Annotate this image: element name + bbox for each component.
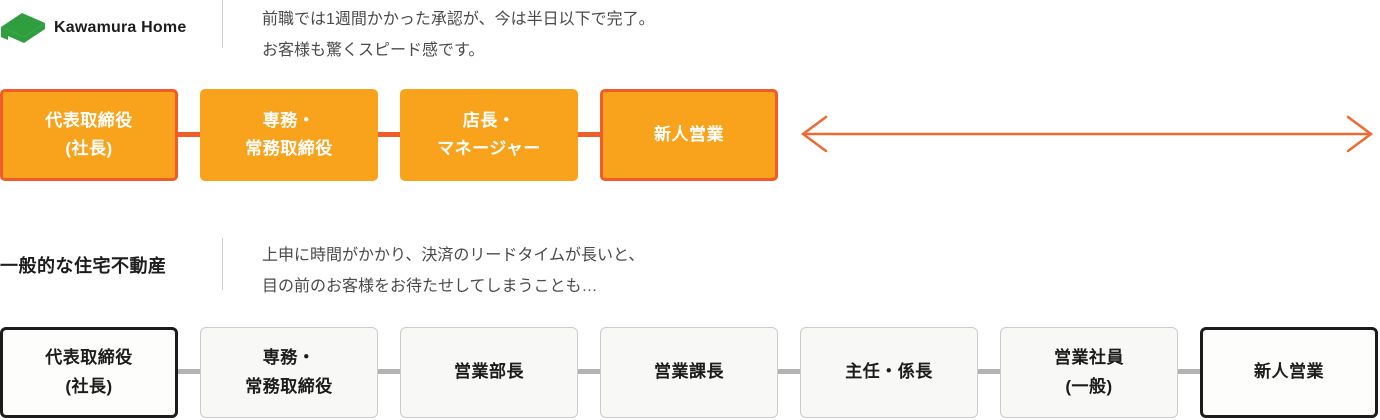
flow-connector [178,369,200,374]
generic-section-title: 一般的な住宅不動産 [0,256,167,276]
flow-step-store-manager: 店長・ マネージャー [400,89,578,181]
generic-step-sales-staff: 営業社員 (一般) [1000,327,1178,418]
flow-connector [578,132,600,137]
flow-connector [1178,369,1200,374]
divider-top [222,0,223,48]
generic-description: 上申に時間がかかり、決済のリードタイムが長いと、 目の前のお客様をお待たせしてし… [262,240,644,302]
kawamura-description: 前職では1週間かかった承認が、今は半日以下で完了。 お客様も驚くスピード感です。 [262,4,655,66]
generic-step-new-sales: 新人営業 [1200,327,1378,418]
house-logo-icon [1,13,45,43]
flow-step-new-sales: 新人営業 [600,89,778,181]
flow-connector [778,369,800,374]
generic-step-chief: 主任・係長 [800,327,978,418]
flow-step-senior-director: 専務・ 常務取締役 [200,89,378,181]
flow-step-president: 代表取締役 (社長) [0,89,178,181]
flow-connector [178,132,200,137]
flow-connector [978,369,1000,374]
flow-connector [578,369,600,374]
generic-step-senior-director: 専務・ 常務取締役 [200,327,378,418]
brand-logo: Kawamura Home [0,10,186,46]
generic-step-sales-section-manager: 営業課長 [600,327,778,418]
flow-connector [378,132,400,137]
double-headed-arrow-icon [800,115,1374,153]
divider-bottom [222,238,223,290]
generic-description-line: 上申に時間がかかり、決済のリードタイムが長いと、 [262,247,645,264]
generic-description-line: 目の前のお客様をお待たせしてしまうことも… [262,278,598,295]
generic-step-president: 代表取締役 (社長) [0,327,178,418]
flow-connector [378,369,400,374]
kawamura-description-line: お客様も驚くスピード感です。 [262,42,485,59]
kawamura-description-line: 前職では1週間かかった承認が、今は半日以下で完了。 [262,11,655,28]
generic-step-sales-general-manager: 営業部長 [400,327,578,418]
brand-name: Kawamura Home [54,19,187,36]
